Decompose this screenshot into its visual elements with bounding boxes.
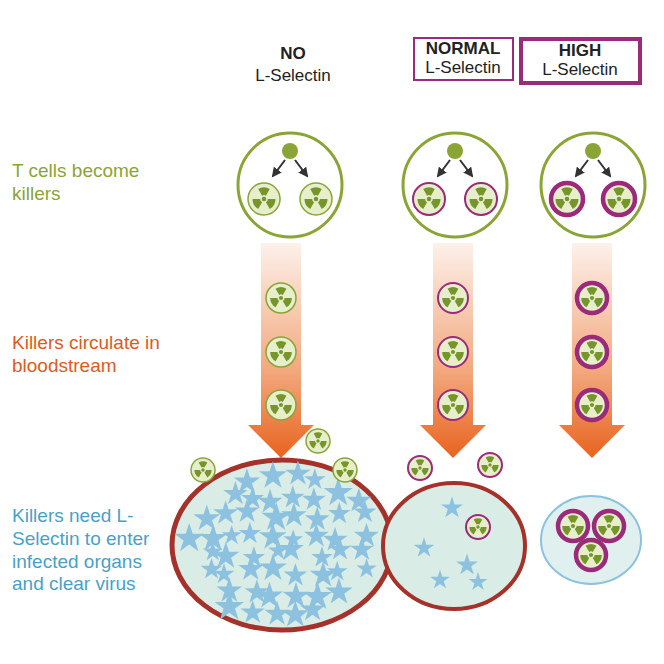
killer-cell (466, 515, 490, 539)
row-label: Killers need L-Selectin to enter infecte… (12, 505, 170, 596)
killer-cell (576, 540, 606, 570)
infected-organ (383, 483, 525, 609)
killer-cell (333, 458, 357, 482)
killer-cell (603, 183, 635, 215)
killer-cell (266, 390, 296, 420)
t-cell-circle (238, 133, 342, 237)
killer-cell (577, 390, 607, 420)
killer-cell (594, 511, 624, 541)
killer-cell (266, 283, 296, 313)
killer-cell (577, 283, 607, 313)
column-heading: NO (233, 44, 353, 64)
killer-cell (306, 429, 330, 453)
killer-cell (300, 183, 332, 215)
cleared-organ (541, 496, 641, 584)
column-heading: L-Selectin (233, 66, 353, 86)
heading-box: NORMALL-Selectin (413, 37, 514, 81)
t-cell (447, 143, 463, 159)
infected-organ (172, 460, 392, 630)
t-cell (282, 143, 298, 159)
killer-cell (577, 337, 607, 367)
killer-cell (413, 183, 445, 215)
bloodstream-arrow (420, 243, 486, 458)
killer-cell (438, 283, 468, 313)
killer-cell (465, 183, 497, 215)
killer-cell (191, 458, 215, 482)
division-arrow (460, 160, 472, 176)
bloodstream-arrow (559, 243, 625, 458)
t-cell (585, 143, 601, 159)
box-heading: NORMAL (426, 40, 501, 59)
row-label: T cells become killers (12, 160, 172, 206)
killer-cell (558, 511, 588, 541)
division-arrow (598, 160, 610, 176)
t-cell-circle (541, 133, 645, 237)
heading-box: HIGHL-Selectin (519, 37, 642, 85)
box-subheading: L-Selectin (425, 59, 501, 78)
killer-cell (248, 183, 280, 215)
box-subheading: L-Selectin (542, 61, 618, 80)
killer-cell (438, 337, 468, 367)
division-arrow (576, 160, 588, 176)
division-arrow (295, 160, 307, 176)
killer-cell (551, 183, 583, 215)
division-arrow (273, 160, 285, 176)
killer-cell (266, 337, 296, 367)
killer-cell (438, 390, 468, 420)
bloodstream-arrow (248, 243, 314, 458)
row-label: Killers circulate in bloodstream (12, 332, 172, 378)
division-arrow (438, 160, 450, 176)
virus-stars (174, 460, 487, 626)
box-heading: HIGH (559, 42, 602, 61)
killer-cell (478, 453, 502, 477)
t-cell-circle (403, 133, 507, 237)
killer-cell (408, 456, 432, 480)
